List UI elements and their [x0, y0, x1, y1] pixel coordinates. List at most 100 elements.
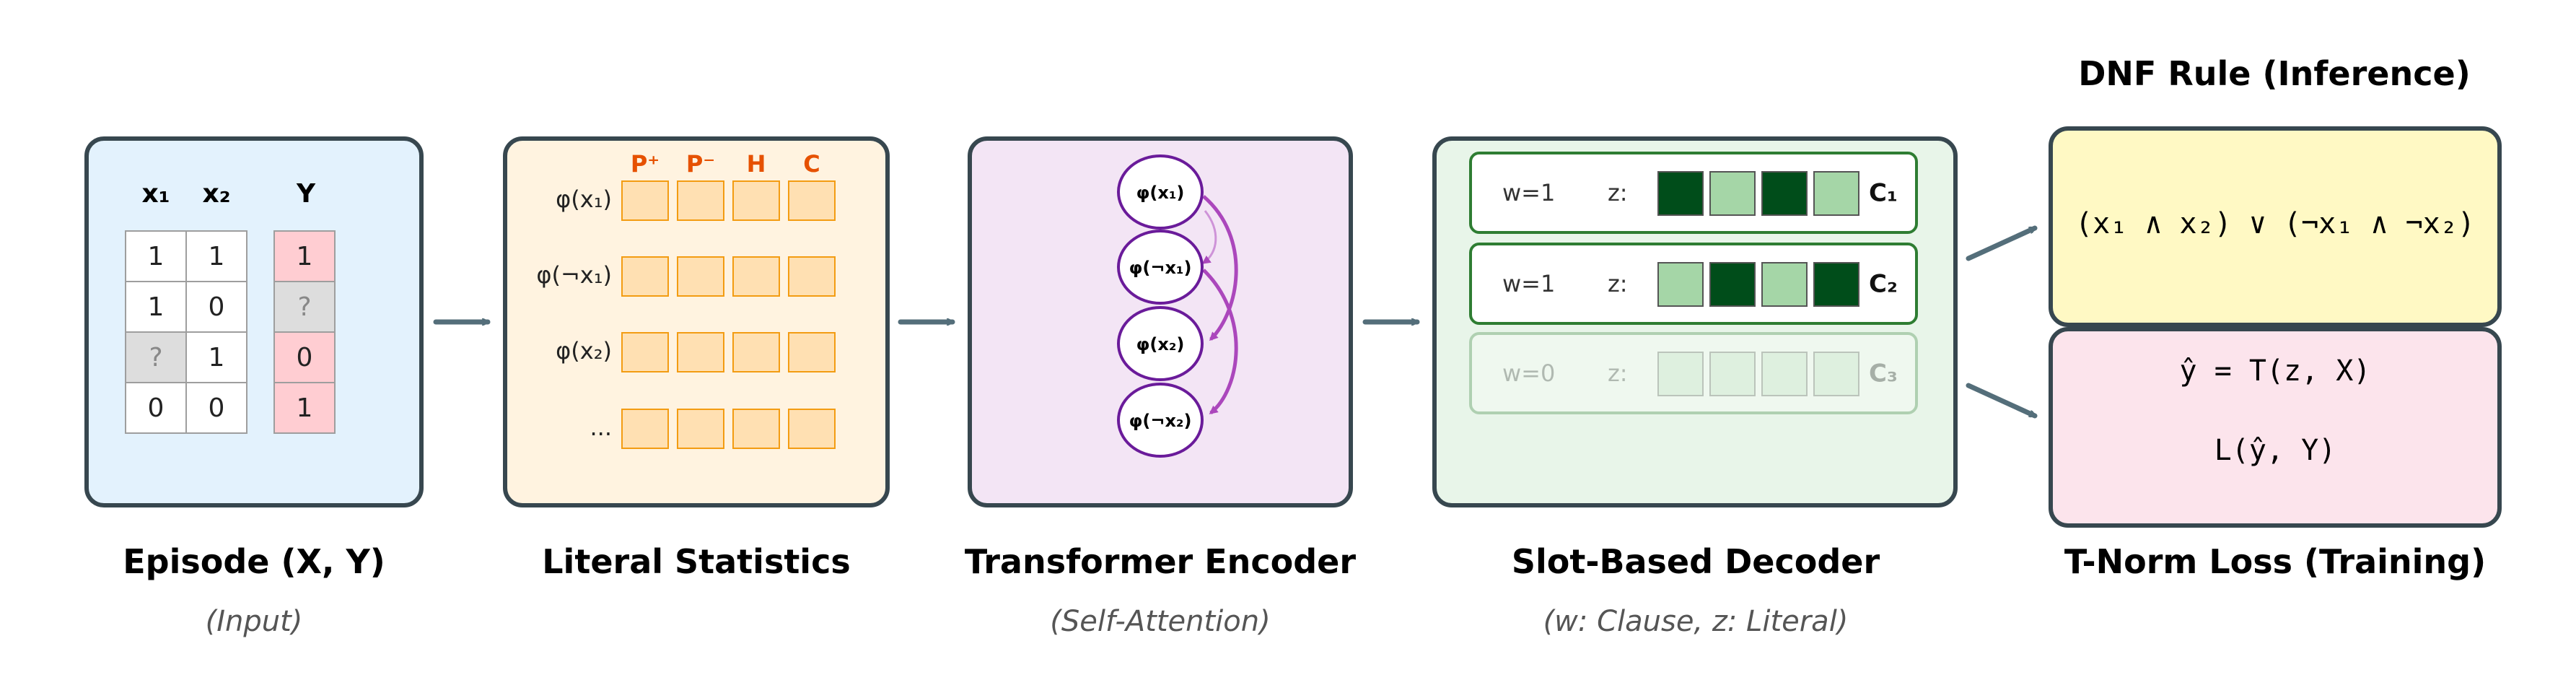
flow-arrows	[433, 225, 2035, 419]
stats-row-label: φ(x₁)	[556, 186, 612, 213]
loss-function: L(ŷ, Y)	[2214, 434, 2336, 467]
episode-cell-value: 0	[209, 292, 225, 322]
slot-box	[1469, 332, 1918, 414]
episode-cell-value: ?	[297, 292, 311, 322]
episode-cell	[273, 331, 336, 383]
slot-z-label: z:	[1608, 179, 1628, 206]
encoder-token	[1117, 154, 1204, 230]
rule-panel: DNF Rule (Inference) (x₁ ∧ x₂) ∨ (¬x₁ ∧ …	[2049, 54, 2502, 327]
encoder-token-label: φ(¬x₁)	[1129, 258, 1192, 278]
episode-cell	[125, 230, 187, 282]
episode-cell-value: 0	[297, 343, 313, 372]
slot-literal-cell	[1761, 171, 1808, 216]
arrow-decoder-to-rule	[1966, 225, 2035, 261]
episode-cell	[185, 230, 247, 282]
slot-literal-cell	[1813, 352, 1859, 396]
stats-cell	[621, 256, 669, 297]
stats-rows: φ(x₁)φ(¬x₁)φ(x₂)...	[536, 180, 836, 449]
stats-column-header: P⁻	[686, 150, 715, 178]
attention-arc-2	[1202, 269, 1238, 414]
rule-formula: (x₁ ∧ x₂) ∨ (¬x₁ ∧ ¬x₂)	[2075, 207, 2475, 240]
header-x2: x₂	[203, 179, 231, 209]
encoder-panel: φ(x₁) φ(¬x₁) φ(x₂) φ(¬x₂)	[968, 136, 1353, 507]
stats-cell	[677, 409, 724, 449]
episode-sublabel: (Input)	[206, 605, 303, 638]
stats-cell	[732, 256, 780, 297]
slot-weight: w=1	[1502, 270, 1555, 297]
decoder-slots: w=1 z: C₁ w=1 z: C₂ w=0 z: C₃	[1469, 152, 1918, 414]
stats-cell	[677, 332, 724, 372]
slot-literal-cell	[1709, 262, 1756, 307]
stats-label: Literal Statistics	[542, 542, 850, 581]
slot-literal-cell	[1709, 171, 1756, 216]
slot-literal-cell	[1657, 171, 1704, 216]
stats-cell	[677, 256, 724, 297]
slot-weight: w=0	[1502, 359, 1555, 387]
decoder-slot: w=0 z: C₃	[1469, 332, 1918, 414]
slot-clause-label: C₂	[1869, 270, 1898, 299]
slot-literal-cell	[1709, 352, 1756, 396]
arrow-decoder-to-loss	[1966, 383, 2035, 419]
stats-cell	[788, 409, 836, 449]
stats-cell	[621, 332, 669, 372]
episode-label: Episode (X, Y)	[123, 542, 385, 581]
rule-box	[2049, 126, 2502, 327]
header-y: Y	[296, 179, 316, 209]
loss-label: T-Norm Loss (Training)	[2064, 542, 2486, 581]
slot-weight: w=1	[1502, 179, 1555, 206]
attention-arc-1	[1202, 195, 1238, 341]
stats-cell	[732, 180, 780, 221]
slot-literal-cell	[1813, 262, 1859, 307]
stats-cell	[788, 180, 836, 221]
decoder-panel: w=1 z: C₁ w=1 z: C₂ w=0 z: C₃	[1432, 136, 1958, 507]
encoder-token	[1117, 383, 1204, 458]
stats-cell	[788, 332, 836, 372]
slot-literal-cell	[1761, 262, 1808, 307]
decoder-slot: w=1 z: C₁	[1469, 152, 1918, 234]
attention-arc-3	[1201, 210, 1217, 264]
episode-cell-value: 1	[297, 393, 313, 423]
decoder-slot: w=1 z: C₂	[1469, 243, 1918, 325]
slot-literal-cell	[1657, 262, 1704, 307]
episode-cell-value: 0	[209, 393, 225, 423]
episode-cell	[185, 331, 247, 383]
slot-z-label: z:	[1608, 359, 1628, 387]
episode-cell-value: 1	[209, 242, 225, 271]
encoder-label: Transformer Encoder	[965, 542, 1356, 581]
episode-cell-value: 1	[297, 242, 313, 271]
encoder-token	[1117, 306, 1204, 381]
slot-clause-label: C₃	[1869, 359, 1898, 388]
loss-box	[2049, 327, 2502, 528]
stats-cell	[732, 409, 780, 449]
slot-clause-label: C₁	[1869, 179, 1898, 208]
stats-cell	[621, 180, 669, 221]
stats-row-label: φ(¬x₁)	[536, 261, 612, 289]
episode-cell	[273, 382, 336, 434]
rule-title: DNF Rule (Inference)	[2078, 54, 2471, 93]
encoder-token	[1117, 230, 1204, 305]
header-x1: x₁	[142, 179, 170, 209]
encoder-token-label: φ(¬x₂)	[1129, 411, 1192, 431]
episode-cell-value: 0	[148, 393, 165, 423]
encoder-token-label: φ(x₁)	[1136, 183, 1185, 203]
stats-column-header: P⁺	[631, 150, 660, 178]
encoder-token-label: φ(x₂)	[1136, 334, 1185, 354]
stats-cell	[677, 180, 724, 221]
stats-cell	[732, 332, 780, 372]
stats-column-header: H	[747, 150, 766, 178]
episode-cell-value: 1	[209, 343, 225, 372]
decoder-label: Slot-Based Decoder	[1512, 542, 1880, 581]
loss-prediction: ŷ = T(z, X)	[2180, 354, 2371, 388]
slot-literal-cell	[1761, 352, 1808, 396]
encoder-tokens: φ(x₁) φ(¬x₁) φ(x₂) φ(¬x₂)	[1117, 154, 1204, 458]
slot-literal-cell	[1813, 171, 1859, 216]
episode-cell-value: 1	[148, 292, 165, 322]
episode-cell	[185, 382, 247, 434]
slot-z-label: z:	[1608, 270, 1628, 297]
stats-cell	[621, 409, 669, 449]
loss-panel: ŷ = T(z, X) L(ŷ, Y)	[2049, 327, 2502, 528]
